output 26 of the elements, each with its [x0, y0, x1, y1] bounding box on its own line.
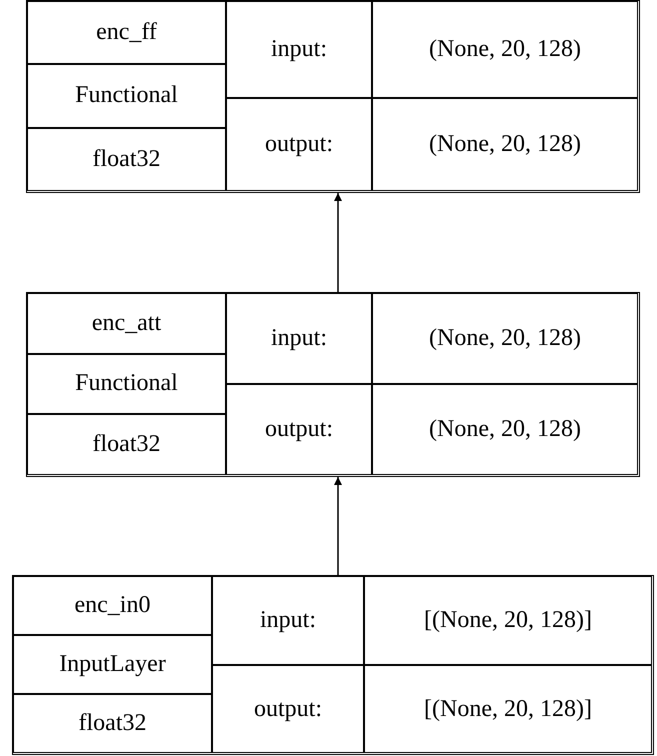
dtype-label: float32	[27, 128, 226, 191]
shape-value: [(None, 20, 128)]	[364, 576, 652, 665]
arrow	[334, 477, 342, 575]
dtype-label: float32	[27, 414, 226, 475]
port-label: output:	[226, 384, 372, 475]
port-label: input:	[212, 576, 364, 665]
layer-record	[26, 0, 640, 193]
layer-name: enc_att	[27, 293, 226, 354]
layer-name: enc_ff	[27, 1, 226, 64]
layer-record	[12, 575, 654, 755]
shape-value: [(None, 20, 128)]	[364, 665, 652, 753]
layer-type: InputLayer	[13, 635, 212, 694]
arrow	[334, 193, 342, 292]
layer-type: Functional	[27, 64, 226, 128]
port-label: output:	[212, 665, 364, 753]
layer-record	[26, 292, 640, 477]
shape-value: (None, 20, 128)	[372, 293, 638, 384]
layer-type: Functional	[27, 354, 226, 414]
port-label: input:	[226, 293, 372, 384]
shape-value: (None, 20, 128)	[372, 1, 638, 98]
shape-value: (None, 20, 128)	[372, 98, 638, 191]
port-label: input:	[226, 1, 372, 98]
dtype-label: float32	[13, 694, 212, 753]
layer-name: enc_in0	[13, 576, 212, 635]
port-label: output:	[226, 98, 372, 191]
shape-value: (None, 20, 128)	[372, 384, 638, 475]
